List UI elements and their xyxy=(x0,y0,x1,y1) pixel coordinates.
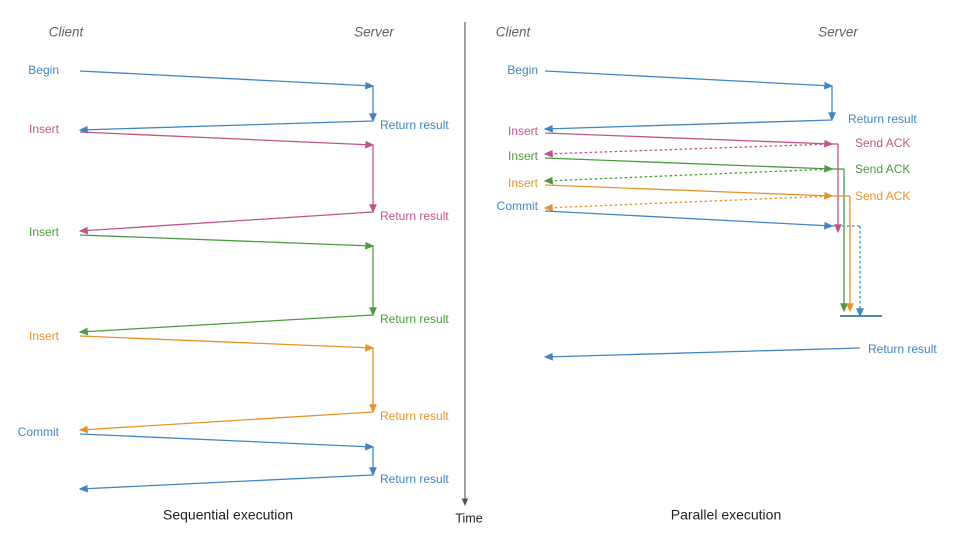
message-label-insert: Insert xyxy=(29,225,60,239)
message-label-insert: Insert xyxy=(508,149,539,163)
ack-arrow xyxy=(543,143,833,158)
request-arrow xyxy=(79,335,375,352)
ack-arrow xyxy=(543,195,833,212)
request-arrow xyxy=(544,184,834,200)
message-label-commit: Commit xyxy=(497,199,539,213)
return-arrow xyxy=(78,211,374,235)
return-arrow xyxy=(78,411,374,434)
return-result-label: Return result xyxy=(380,312,449,326)
server-lane-header: Server xyxy=(818,25,858,40)
final-return-arrow xyxy=(543,347,861,361)
request-arrow xyxy=(544,70,834,90)
return-arrow xyxy=(78,120,374,134)
send-ack-label: Send ACK xyxy=(855,189,910,203)
return-result-label: Return result xyxy=(380,118,449,132)
message-label-insert: Insert xyxy=(29,329,60,343)
message-label-insert: Insert xyxy=(508,124,539,138)
message-label-insert: Insert xyxy=(508,176,539,190)
return-arrow xyxy=(78,314,374,336)
request-arrow xyxy=(544,132,834,148)
client-lane-header: Client xyxy=(496,25,532,40)
return-result-label: Return result xyxy=(380,209,449,223)
send-ack-label: Send ACK xyxy=(855,162,910,176)
message-label-begin: Begin xyxy=(507,63,538,77)
return-arrow xyxy=(543,119,833,133)
server-lane-header: Server xyxy=(354,25,394,40)
send-ack-label: Send ACK xyxy=(855,136,910,150)
panel-sequential xyxy=(78,70,377,493)
return-result-label: Return result xyxy=(380,409,449,423)
return-result-label: Return result xyxy=(380,472,449,486)
ack-arrow xyxy=(543,168,833,185)
request-arrow xyxy=(544,210,834,230)
request-arrow xyxy=(544,157,834,173)
panel-caption: Parallel execution xyxy=(671,507,782,523)
time-axis-label: Time xyxy=(455,511,482,525)
message-label-begin: Begin xyxy=(28,63,59,77)
panels-group xyxy=(78,70,882,493)
request-arrow xyxy=(79,433,375,451)
request-arrow xyxy=(79,234,375,250)
request-arrow xyxy=(79,70,375,90)
request-arrow xyxy=(79,131,375,149)
message-label-commit: Commit xyxy=(18,425,60,439)
return-result-label: Return result xyxy=(848,112,917,126)
panel-caption: Sequential execution xyxy=(163,507,293,523)
message-label-insert: Insert xyxy=(29,122,60,136)
return-result-label: Return result xyxy=(868,342,937,356)
panel-parallel xyxy=(543,70,882,361)
return-arrow xyxy=(78,474,374,493)
client-lane-header: Client xyxy=(49,25,85,40)
